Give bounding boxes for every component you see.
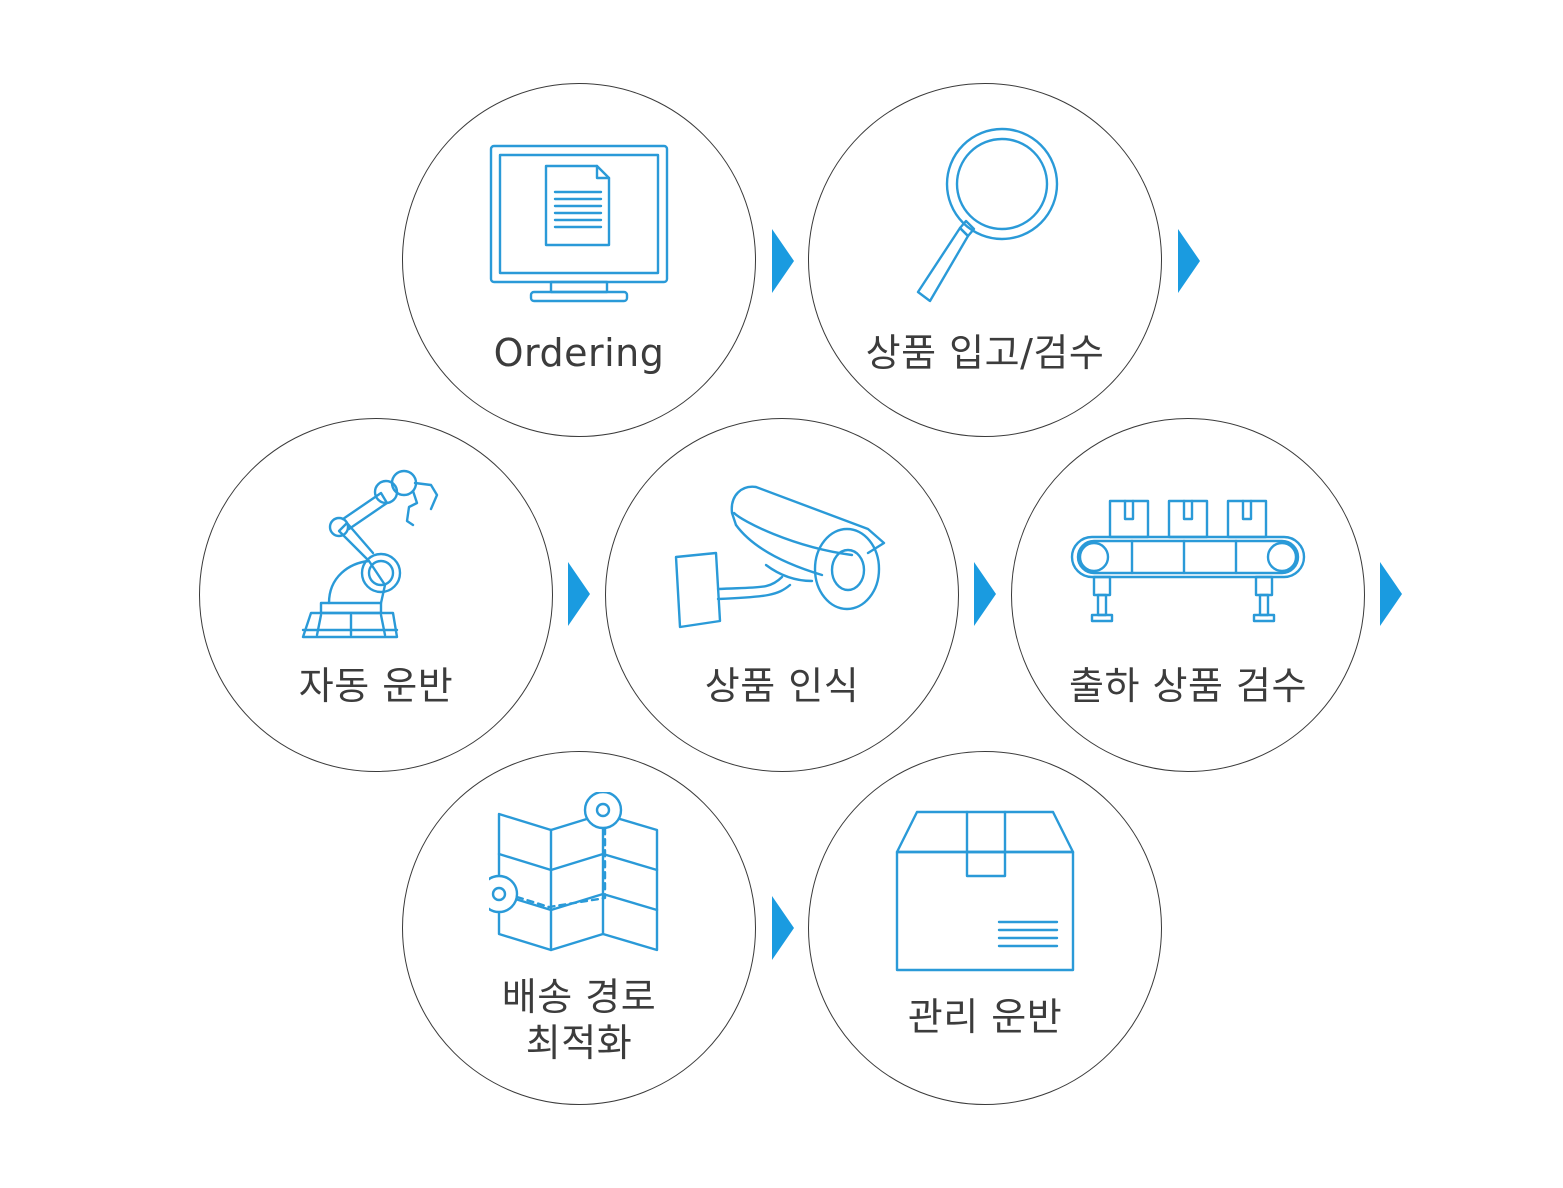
arrow-right-icon [1380,562,1402,626]
cctv-camera-icon [672,477,892,632]
step-label: 상품 인식 [704,664,860,708]
step-product-recognition: 상품 인식 [605,418,959,772]
route-map-icon [489,792,669,957]
arrow-right-icon [974,562,996,626]
step-auto-transport: 자동 운반 [199,418,553,772]
step-receiving-inspection: 상품 입고/검수 [808,83,1162,437]
step-route-optimization: 배송 경로 최적화 [402,751,756,1105]
step-management-transport: 관리 운반 [808,751,1162,1105]
step-ordering: Ordering [402,83,756,437]
arrow-right-icon [772,229,794,293]
step-label: Ordering [493,331,665,375]
conveyor-belt-icon [1068,497,1308,627]
step-label: 상품 입고/검수 [865,331,1105,375]
step-shipping-inspection: 출하 상품 검수 [1011,418,1365,772]
step-label: 배송 경로 최적화 [403,974,755,1066]
magnifier-icon [910,124,1060,304]
box-icon [895,810,1075,975]
arrow-right-icon [568,562,590,626]
label-line: 최적화 [525,1021,633,1065]
step-label: 자동 운반 [298,664,454,708]
arrow-right-icon [1178,229,1200,293]
step-label: 출하 상품 검수 [1069,664,1307,708]
step-label: 관리 운반 [907,995,1063,1039]
robot-arm-icon [301,465,451,640]
label-line: 배송 경로 [501,975,657,1019]
arrow-right-icon [772,896,794,960]
monitor-document-icon [489,144,669,309]
